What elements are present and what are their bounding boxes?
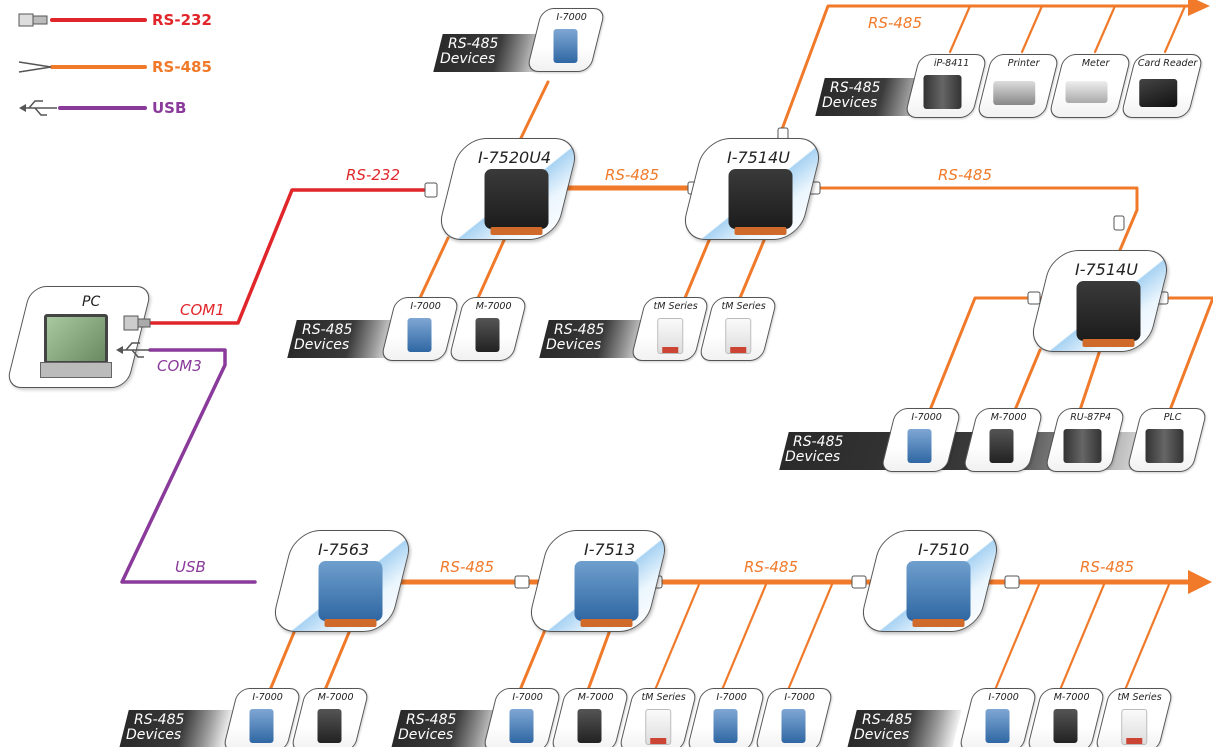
- banner-u2-line1: RS-485: [793, 435, 843, 450]
- arrow-top: [1188, 0, 1210, 16]
- legend-label-rs232: RS-232: [152, 11, 212, 29]
- rs485-u4-dn2: [478, 238, 505, 298]
- rs485-link-label-right: RS-485: [938, 168, 992, 183]
- banner-u4-line1: RS-485: [302, 323, 352, 338]
- banner-c2-line1: RS-485: [406, 713, 456, 728]
- com1-label: COM1: [180, 303, 225, 318]
- rs485-u1-up: [778, 6, 1190, 140]
- rs485-u1-dn1: [685, 238, 710, 298]
- legend-label-rs485: RS-485: [152, 58, 212, 76]
- rs485-link-label-b2: RS-485: [744, 560, 798, 575]
- banner-u4-line2: Devices: [294, 338, 349, 353]
- usb-link: [122, 350, 255, 582]
- legend-label-usb: USB: [152, 99, 186, 117]
- banner-c3-line1: RS-485: [862, 713, 912, 728]
- banner-topright-line1: RS-485: [830, 81, 880, 96]
- usb-icon: [17, 98, 61, 118]
- banner-topright-line2: Devices: [822, 96, 877, 111]
- db9-connector-icon: [17, 10, 51, 30]
- rs485-link-label-top: RS-485: [868, 16, 922, 31]
- banner-u1-line2: Devices: [546, 338, 601, 353]
- pc-label: PC: [82, 295, 100, 309]
- arrow-bottom: [1188, 570, 1212, 594]
- banner-c1-line1: RS-485: [134, 713, 184, 728]
- banner-u2-line2: Devices: [785, 450, 840, 465]
- rs485-u1-right: [815, 188, 1137, 250]
- rs485-link-label-mid: RS-485: [605, 168, 659, 183]
- rs485-u4-dn1: [420, 238, 448, 298]
- computer-icon: [44, 314, 108, 364]
- wire-clip-icon: [17, 58, 53, 76]
- banner-c3-line2: Devices: [854, 728, 909, 743]
- rs232-link-label: RS-232: [346, 168, 400, 183]
- rs485-link-label-b3: RS-485: [1080, 560, 1134, 575]
- rs485-u1-dn2: [740, 238, 765, 298]
- db9-connector-icon: [122, 312, 152, 334]
- banner-c2-line2: Devices: [398, 728, 453, 743]
- converter-i7510-label: I-7510: [918, 540, 969, 559]
- pc-case: [40, 362, 112, 378]
- rs485-u4-up: [520, 82, 548, 140]
- banner-c1-line2: Devices: [126, 728, 181, 743]
- converter-i7563-label: I-7563: [318, 540, 369, 559]
- banner-top-line2: Devices: [440, 52, 495, 67]
- usb-link-label: USB: [175, 560, 206, 575]
- usb-icon: [114, 340, 154, 360]
- rs485-u2-left: [930, 298, 1050, 410]
- rs485-link-label-b1: RS-485: [440, 560, 494, 575]
- converter-i7514u-2-label: I-7514U: [1075, 260, 1138, 279]
- banner-u1-line1: RS-485: [554, 323, 604, 338]
- converter-i7520u4-label: I-7520U4: [478, 148, 551, 167]
- converter-i7513-label: I-7513: [584, 540, 635, 559]
- converter-i7514u-1-label: I-7514U: [727, 148, 790, 167]
- com3-label: COM3: [157, 359, 202, 374]
- banner-top-line1: RS-485: [448, 37, 498, 52]
